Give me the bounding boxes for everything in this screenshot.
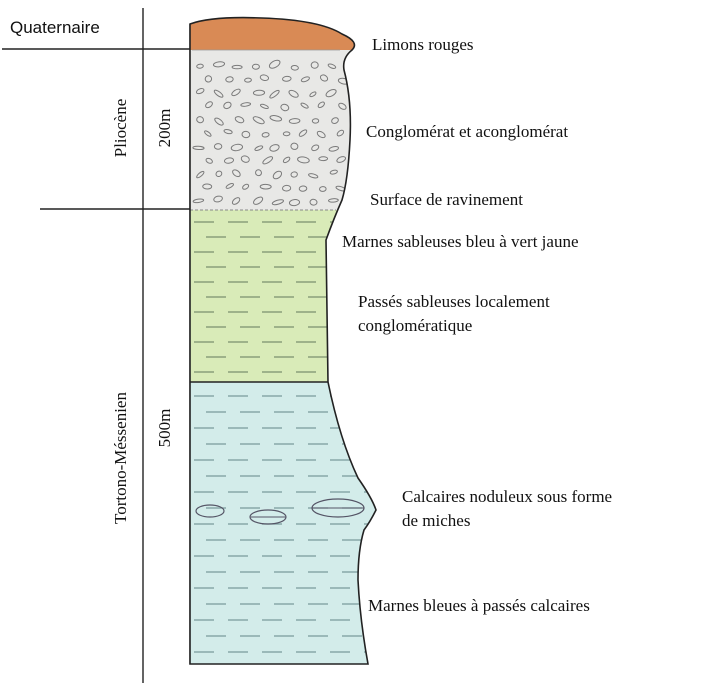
layer-label-passes-line2: conglomératique bbox=[358, 316, 472, 335]
layer-label-passes-line1: Passés sableuses localement bbox=[358, 292, 550, 311]
thickness-label-pliocene: 200m bbox=[155, 109, 174, 148]
layer-label-marnes-sableuses: Marnes sableuses bleu à vert jaune bbox=[342, 232, 579, 251]
stage-label-quaternary: Quaternaire bbox=[10, 18, 100, 37]
blue-marl-layer bbox=[185, 382, 395, 667]
column-layers bbox=[185, 10, 396, 667]
layer-label-limons: Limons rouges bbox=[372, 35, 474, 54]
layer-label-calcaires-line2: de miches bbox=[402, 511, 470, 530]
layer-label-marnes-bleues: Marnes bleues à passés calcaires bbox=[368, 596, 590, 615]
thickness-label-tortono: 500m bbox=[155, 409, 174, 448]
layer-label-conglomerat: Conglomérat et aconglomérat bbox=[366, 122, 568, 141]
layer-label-calcaires-line1: Calcaires noduleux sous forme bbox=[402, 487, 612, 506]
layer-label-ravinement: Surface de ravinement bbox=[370, 190, 523, 209]
stage-label-tortono: Tortono-Méssenien bbox=[111, 392, 130, 524]
stage-label-pliocene: Pliocène bbox=[111, 99, 130, 158]
